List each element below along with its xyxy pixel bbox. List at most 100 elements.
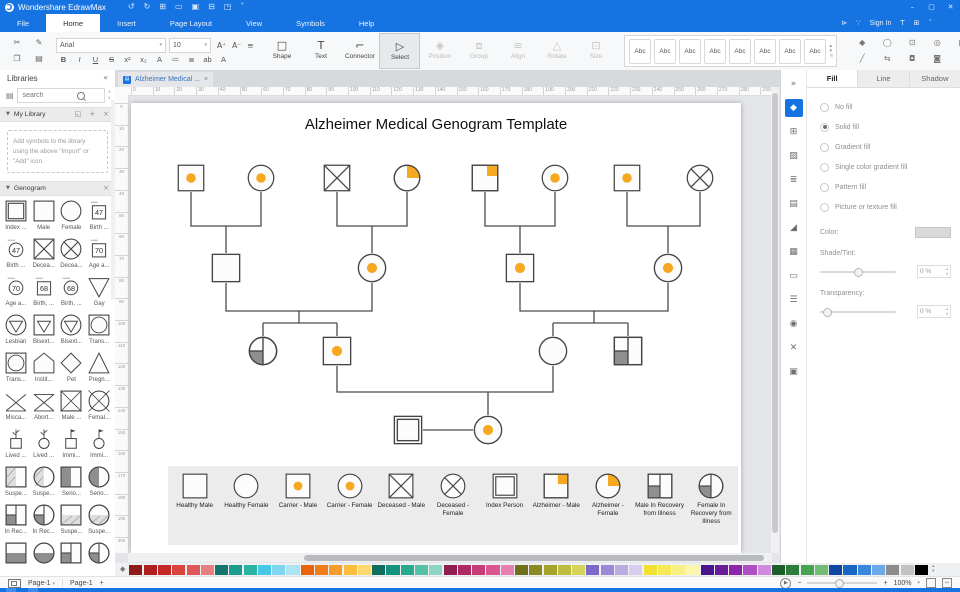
send-icon[interactable]: ⊳ [841,18,848,27]
palette-color[interactable] [614,564,629,575]
format-mark-b[interactable]: B [60,55,67,64]
drawing-page[interactable]: Alzheimer Medical Genogram Template Heal… [131,103,741,553]
symbol-lived-[interactable]: Lived ... [2,426,30,464]
genogram-node-carrier-female[interactable] [473,415,503,445]
format-tab-fill[interactable]: Fill [807,70,859,87]
chart-icon[interactable]: ◢ [790,222,797,233]
palette-color[interactable] [443,564,457,575]
genogram-node-carrier-male[interactable] [177,164,205,192]
apps-icon[interactable]: ⊞ [913,18,920,27]
palette-color[interactable] [757,564,771,575]
genogram-node-carrier-male[interactable] [322,336,352,366]
symbol-decea-[interactable]: Decea... [30,236,58,274]
format-mark-≣[interactable]: ≣ [188,55,195,64]
presentation-play-icon[interactable]: ▶ [780,577,792,589]
palette-color[interactable] [186,564,200,575]
crop-icon[interactable]: ⊡ [908,38,916,47]
symbol-index-[interactable]: Index ... [2,198,30,236]
symbol-ci-solid-b[interactable] [30,540,58,576]
genogram-node-healthy-female[interactable] [538,336,568,366]
palette-color[interactable] [272,564,286,575]
radio-icon[interactable] [820,202,829,212]
palette-color[interactable] [743,564,757,575]
genogram-node-index-person[interactable] [393,415,423,445]
palette-color[interactable] [572,564,586,575]
palette-color[interactable] [243,564,257,575]
theme-icon[interactable]: T [900,18,905,27]
library-section-genogram[interactable]: ▼Genogram× [0,181,115,197]
palette-color[interactable] [629,564,643,575]
collapse-sidebar-icon[interactable]: « [103,73,108,82]
genogram-node-female-in-recovery[interactable] [248,336,278,366]
shade-slider[interactable] [820,267,896,277]
symbol-immi-[interactable]: Immi... [85,426,113,464]
zoom-out-button[interactable]: − [797,579,802,587]
style-gallery-item[interactable]: Abc [628,38,651,64]
arrange-icon[interactable]: ☰ [789,294,798,305]
symbol-abort-[interactable]: Abort... [30,388,58,426]
symbol-femal-[interactable]: Femal... [85,388,113,426]
palette-color[interactable] [772,564,786,575]
genogram-node-carrier-male[interactable] [505,253,535,283]
symbol-serio-[interactable]: Serio... [58,464,86,502]
open-icon[interactable]: ▭ [175,2,183,11]
symbol-serio-[interactable]: Serio... [85,464,113,502]
symbol-misca-[interactable]: Misca... [2,388,30,426]
sidebar-scrollbar[interactable] [111,100,115,300]
new-document-icon[interactable]: ⊞ [159,2,166,11]
style-gallery-item[interactable]: Abc [678,38,701,64]
palette-color[interactable] [172,564,186,575]
symbol-female[interactable]: Female [58,198,86,236]
shape-tool-button[interactable]: □Shape [272,39,292,60]
palette-color[interactable] [529,564,543,575]
palette-color[interactable] [229,564,243,575]
genogram-node-carrier-female[interactable] [247,164,275,192]
palette-color[interactable] [400,564,414,575]
palette-color[interactable] [257,564,272,575]
palette-bucket-icon[interactable]: ◆ [120,565,126,573]
add-page-button[interactable]: + [99,579,104,587]
paste-icon[interactable]: ▤ [35,54,43,63]
palette-color[interactable] [714,564,729,575]
palette-color[interactable] [300,564,314,575]
print-icon[interactable]: ⊟ [208,2,215,11]
text-align-icon[interactable]: ≡ [247,40,254,50]
palette-color[interactable] [500,564,514,575]
genogram-diagram[interactable] [131,103,741,553]
connector-tool-button[interactable]: ⌐Connector [344,39,375,60]
symbol-male-[interactable]: Male ... [58,388,86,426]
format-mark-ab[interactable]: ab [203,55,212,64]
palette-color[interactable] [657,564,671,575]
library-section-my-library[interactable]: ▼My Library◱+× [0,107,115,122]
palette-scroll-arrows[interactable]: ▴▾ [932,563,935,574]
fill-option-pattern-fill[interactable]: Pattern fill [807,177,960,197]
symbol-trans-[interactable]: Trans... [85,312,113,350]
menu-help[interactable]: Help [358,18,375,28]
zoom-menu-icon[interactable]: ▾ [917,579,920,586]
symbol-male[interactable]: Male [30,198,58,236]
radio-icon[interactable] [820,162,829,172]
palette-color[interactable] [486,564,500,575]
symbol-suspe-[interactable]: Suspe... [30,464,58,502]
traverse-icon[interactable]: ✕ [789,342,798,353]
palette-color[interactable] [200,564,214,575]
format-mark-s[interactable]: S [108,55,114,64]
fill-option-solid-fill[interactable]: Solid fill [807,117,960,137]
close-section-icon[interactable]: × [103,184,109,193]
palette-color[interactable] [514,564,529,575]
palette-color[interactable] [643,564,657,575]
style-gallery-item[interactable]: Abc [803,38,826,64]
color-swatch[interactable] [915,227,951,238]
palette-color[interactable] [700,564,714,575]
add-symbol-icon[interactable]: + [89,110,96,118]
cut-icon[interactable]: ✂ [13,38,21,47]
minimize-button[interactable]: – [910,2,915,11]
palette-color[interactable] [343,564,357,575]
palette-color[interactable] [843,564,857,575]
format-mark-x²[interactable]: x² [124,55,131,64]
palette-color[interactable] [800,564,814,575]
genogram-node-deceased-female[interactable] [686,164,714,192]
radio-icon[interactable] [820,102,829,112]
zoom-level[interactable]: 100% [893,579,912,587]
